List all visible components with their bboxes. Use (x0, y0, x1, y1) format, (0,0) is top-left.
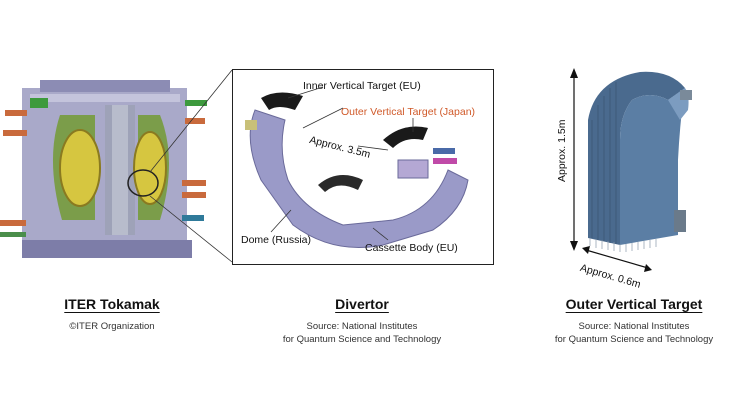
dome (318, 175, 363, 192)
cassette-body (249, 109, 469, 248)
outer-target-label: Outer Vertical Target (Japan) (341, 106, 476, 118)
inner-target-label: Inner Vertical Target (EU) (303, 80, 421, 92)
outer-target-illustration (570, 68, 692, 272)
target-body-front (588, 71, 685, 245)
dome-label: Dome (Russia) (241, 234, 312, 246)
divertor-frame: Inner Vertical Target (EU) Outer Vertica… (232, 69, 494, 265)
support-bracket (674, 210, 686, 232)
outer-vertical-target (383, 126, 428, 148)
cassette-label: Cassette Body (EU) (365, 242, 458, 254)
outer-target-source: Source: National Institutes for Quantum … (554, 321, 714, 345)
port-pipe (5, 110, 27, 116)
tokamak-credit: ©ITER Organization (69, 321, 155, 332)
coolant-pipe (433, 148, 455, 154)
divertor-title: Divertor (335, 296, 389, 312)
tokamak-title: ITER Tokamak (64, 296, 160, 312)
divertor-highlight-circle (127, 169, 159, 197)
outer-target-title: Outer Vertical Target (565, 296, 703, 312)
height-label: Approx. 1.5m (556, 119, 568, 182)
target-body-side (620, 88, 685, 245)
divertor-illustration (245, 86, 469, 248)
tokamak-illustration (0, 80, 207, 258)
width-arrow (585, 249, 649, 269)
green-pipe (30, 98, 48, 108)
divertor-source: Source: National Institutes for Quantum … (282, 321, 442, 345)
